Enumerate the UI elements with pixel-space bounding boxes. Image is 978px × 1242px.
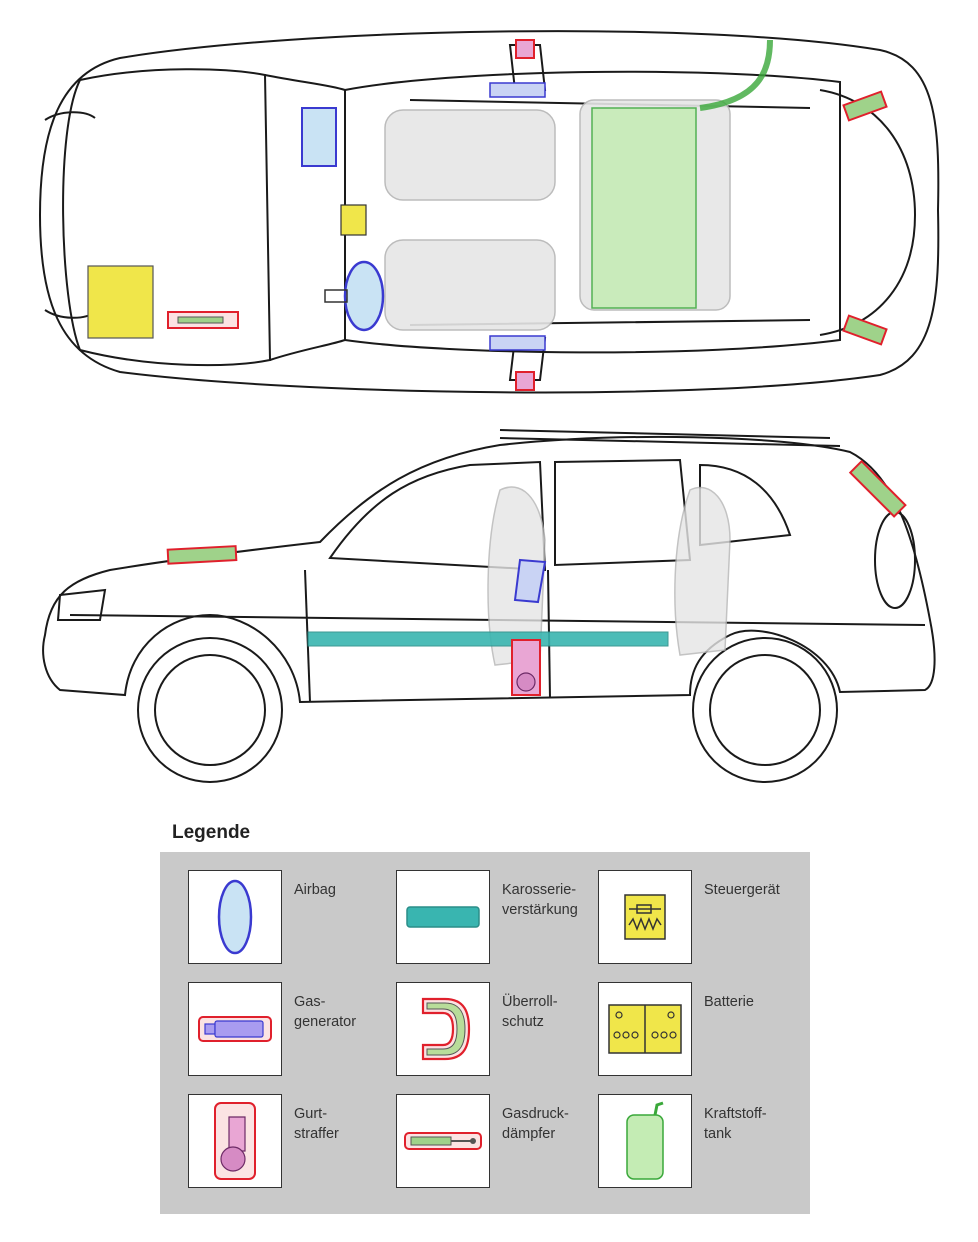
legend-label: Kraftstoff- tank bbox=[704, 1106, 767, 1142]
legend-panel: Airbag Karosserie- verstärkung Steuerger… bbox=[160, 852, 810, 1214]
gas-strut-icon bbox=[396, 1094, 490, 1188]
rollover-protection-icon bbox=[396, 982, 490, 1076]
car-side-view bbox=[42, 429, 936, 783]
body-reinforcement-icon bbox=[396, 870, 490, 964]
legend-label: Gas- generator bbox=[294, 994, 357, 1030]
legend-item-gasgenerator: Gas- generator bbox=[160, 964, 360, 1076]
legend-label: Karosserie- verstärkung bbox=[502, 882, 578, 918]
control-unit-icon bbox=[598, 870, 692, 964]
legend-item-airbag: Airbag bbox=[160, 852, 360, 964]
legend-label: Steuergerät bbox=[704, 882, 780, 898]
legend-item-karosserie: Karosserie- verstärkung bbox=[368, 852, 578, 964]
legend-item-kraftstofftank: Kraftstoff- tank bbox=[570, 1076, 770, 1188]
belt-tensioner-icon bbox=[188, 1094, 282, 1188]
legend-item-batterie: Batterie bbox=[570, 964, 770, 1076]
legend-label: Gurt- straffer bbox=[294, 1106, 339, 1142]
car-top-view bbox=[38, 30, 940, 394]
legend-item-gurtstraffer: Gurt- straffer bbox=[160, 1076, 360, 1188]
fuel-tank-icon bbox=[598, 1094, 692, 1188]
legend-item-gasdruckdaempfer: Gasdruck- dämpfer bbox=[368, 1076, 569, 1188]
legend-item-steuergeraet: Steuergerät bbox=[570, 852, 780, 964]
airbag-icon bbox=[188, 870, 282, 964]
gas-generator-icon bbox=[188, 982, 282, 1076]
legend-item-ueberrollschutz: Überroll- schutz bbox=[368, 964, 568, 1076]
legend-label: Gasdruck- dämpfer bbox=[502, 1106, 569, 1142]
battery-icon bbox=[598, 982, 692, 1076]
legend-title: Legende bbox=[172, 822, 251, 843]
legend-label: Airbag bbox=[294, 882, 336, 898]
legend-label: Überroll- schutz bbox=[502, 994, 558, 1030]
legend-label: Batterie bbox=[704, 994, 754, 1010]
